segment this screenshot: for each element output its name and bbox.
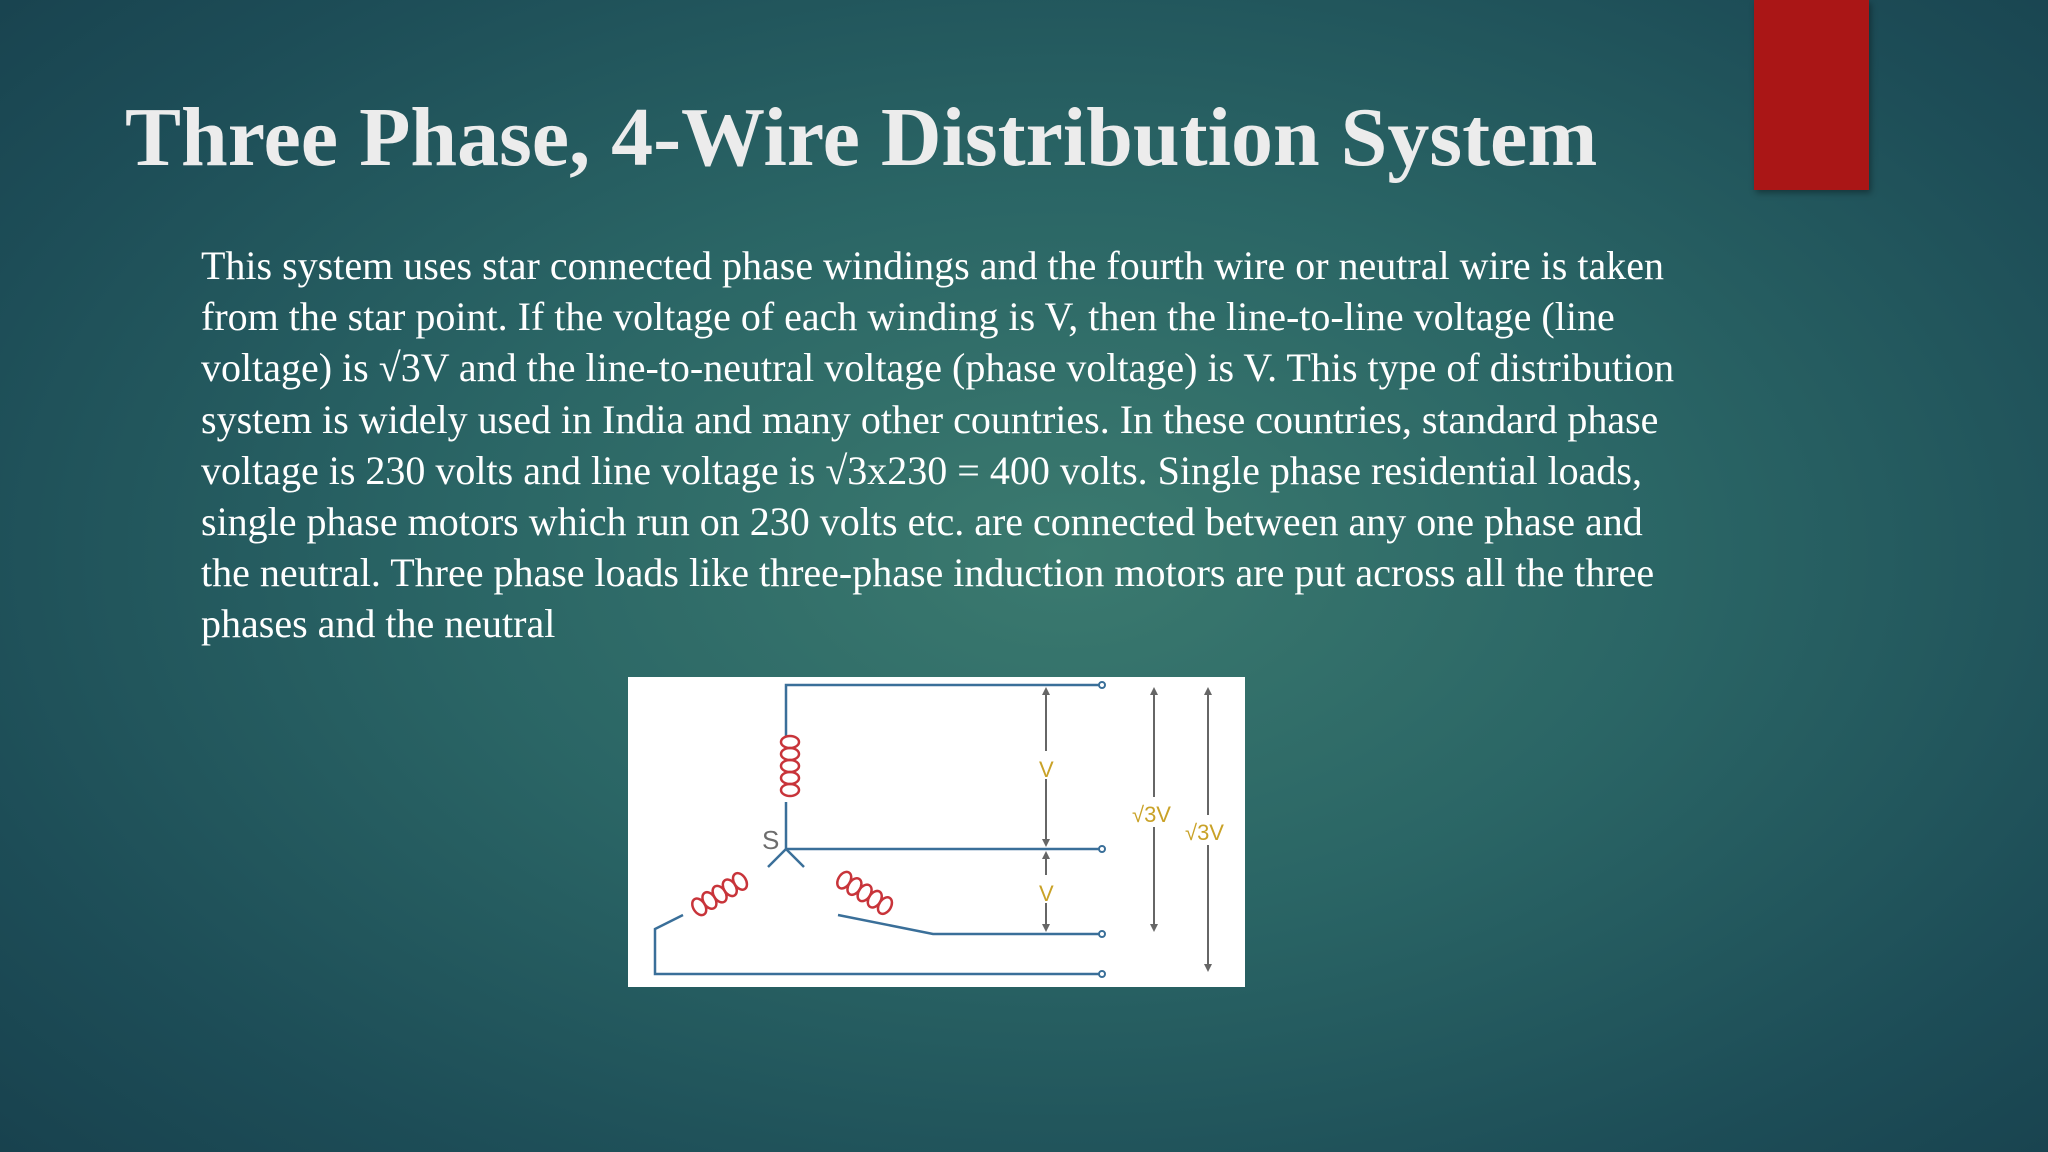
coil-left	[691, 871, 749, 917]
star-connection-diagram: S V V √3V √3V	[628, 677, 1245, 987]
terminals	[1098, 681, 1106, 978]
voltage-arrows	[1042, 687, 1212, 972]
coil-right	[836, 870, 894, 916]
line-voltage-label-2: √3V	[1185, 820, 1224, 845]
phase-voltage-label-2: V	[1039, 881, 1054, 906]
slide-title: Three Phase, 4-Wire Distribution System	[125, 91, 1598, 184]
terminal-neutral	[1098, 845, 1106, 853]
terminal-1	[1098, 681, 1106, 689]
terminal-2	[1098, 930, 1106, 938]
phase-wire-2	[837, 913, 1100, 936]
phase-wire-3	[653, 913, 1100, 976]
slide-body-text: This system uses star connected phase wi…	[201, 243, 1675, 647]
star-to-coil-3	[785, 848, 805, 868]
phase-wire-1	[784, 683, 1100, 737]
diagram-svg: S V V √3V √3V	[653, 681, 1231, 978]
coil-vertical	[779, 734, 801, 798]
phase-voltage-label-1: V	[1039, 757, 1054, 782]
star-point-label: S	[762, 825, 779, 855]
star-to-coil-2	[767, 848, 787, 868]
terminal-3	[1098, 970, 1106, 978]
wires	[653, 683, 1100, 976]
accent-bar	[1754, 0, 1869, 190]
line-voltage-label-1: √3V	[1132, 802, 1171, 827]
